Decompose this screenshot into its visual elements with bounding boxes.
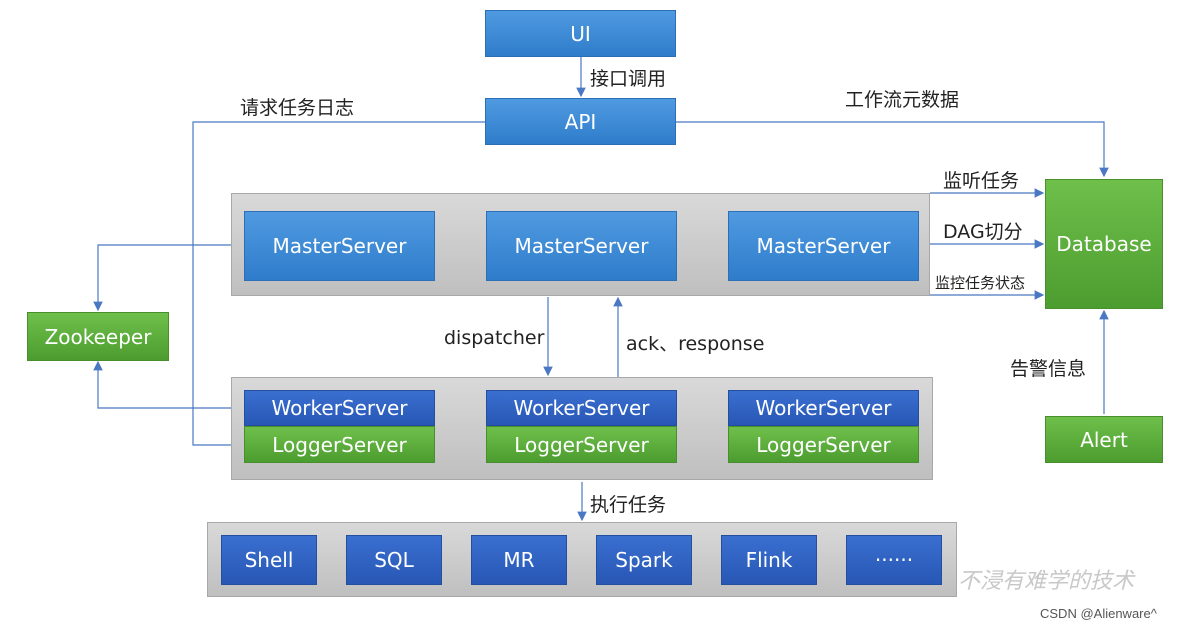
task-spark: Spark <box>596 535 692 585</box>
label-alarm-info: 告警信息 <box>1010 358 1087 380</box>
label-interface-call: 接口调用 <box>590 68 667 90</box>
label-listen-task: 监听任务 <box>943 170 1020 192</box>
label-workflow-metadata: 工作流元数据 <box>845 89 960 111</box>
node-worker-3: WorkerServer <box>728 390 919 426</box>
arrow-api-database <box>676 121 1109 178</box>
task-shell: Shell <box>221 535 317 585</box>
node-worker-1: WorkerServer <box>244 390 435 426</box>
node-alert: Alert <box>1045 416 1163 463</box>
arrow-master-zookeeper <box>93 244 244 312</box>
label-execute-task: 执行任务 <box>590 494 667 516</box>
task-more: ······ <box>846 535 942 585</box>
node-master-3: MasterServer <box>728 211 919 281</box>
node-logger-3: LoggerServer <box>728 426 919 463</box>
task-mr: MR <box>471 535 567 585</box>
arrow-worker-zookeeper <box>93 360 244 409</box>
task-sql: SQL <box>346 535 442 585</box>
label-dag-split: DAG切分 <box>943 221 1023 243</box>
node-logger-1: LoggerServer <box>244 426 435 463</box>
label-request-task-log: 请求任务日志 <box>240 97 355 119</box>
node-master-1: MasterServer <box>244 211 435 281</box>
node-zookeeper: Zookeeper <box>27 312 169 361</box>
node-ui: UI <box>485 10 676 57</box>
node-logger-2: LoggerServer <box>486 426 677 463</box>
watermark-text: 不浸有难学的技术 <box>958 569 1135 594</box>
node-master-2: MasterServer <box>486 211 677 281</box>
node-worker-2: WorkerServer <box>486 390 677 426</box>
node-database: Database <box>1045 179 1163 309</box>
arrow-api-logger <box>192 121 486 450</box>
csdn-credit: CSDN @Alienware^ <box>1040 606 1157 621</box>
label-ack-response: ack、response <box>626 333 765 355</box>
task-flink: Flink <box>721 535 817 585</box>
node-api: API <box>485 98 676 145</box>
label-monitor-status: 监控任务状态 <box>935 274 1026 292</box>
task-group <box>207 522 957 597</box>
label-dispatcher: dispatcher <box>444 327 545 349</box>
